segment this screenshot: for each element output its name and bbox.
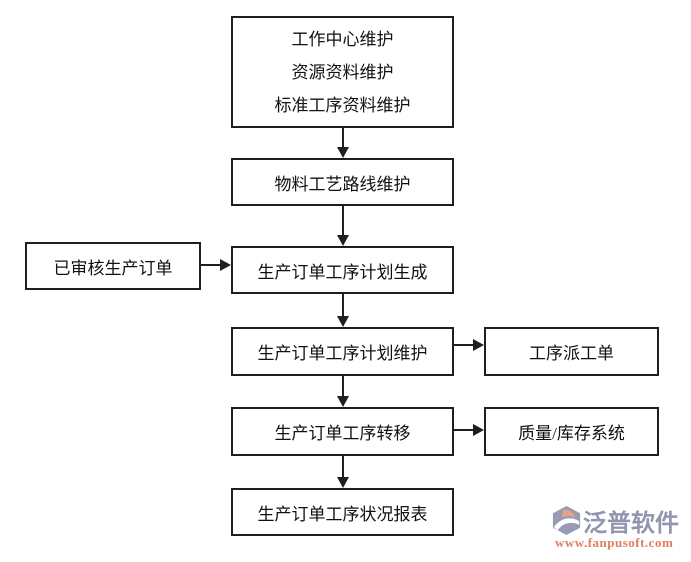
order-process-transfer-box: 生产订单工序转移 bbox=[231, 407, 454, 456]
arrow-transfer-to-status-report bbox=[337, 456, 349, 488]
standard-process-data-maintenance-label: 标准工序资料维护 bbox=[274, 95, 411, 115]
fanpu-logo-row: 泛普软件 bbox=[551, 503, 691, 538]
order-process-status-report-label: 生产订单工序状况报表 bbox=[257, 504, 428, 524]
process-dispatch-ticket-label: 工序派工单 bbox=[529, 344, 614, 363]
arrow-routing-to-plan-generate bbox=[337, 206, 349, 246]
fanpu-brand-text: 泛普软件 bbox=[583, 509, 679, 537]
order-process-transfer-label: 生产订单工序转移 bbox=[274, 424, 411, 443]
arrow-plan-generate-to-plan-maintain bbox=[337, 294, 349, 327]
arrow-transfer-to-quality-inventory bbox=[454, 424, 484, 436]
order-process-plan-maintain-box: 生产订单工序计划维护 bbox=[231, 327, 454, 376]
order-process-plan-generate-box: 生产订单工序计划生成 bbox=[231, 246, 454, 294]
resource-data-maintenance-label: 资源资料维护 bbox=[291, 62, 394, 82]
arrow-approved-order-to-plan-generate bbox=[201, 259, 231, 271]
work-center-maintenance-label: 工作中心维护 bbox=[291, 29, 394, 49]
master-data-maintenance-box: 工作中心维护 资源资料维护 标准工序资料维护 bbox=[231, 16, 454, 128]
process-dispatch-ticket-box: 工序派工单 bbox=[484, 327, 659, 376]
fanpu-url-text: www.fanpusoft.com bbox=[555, 535, 674, 550]
quality-inventory-system-box: 质量/库存系统 bbox=[484, 407, 659, 456]
arrow-plan-maintain-to-transfer bbox=[337, 376, 349, 407]
fanpu-hexagon-logo-icon bbox=[552, 505, 581, 536]
quality-inventory-system-label: 质量/库存系统 bbox=[518, 424, 625, 443]
order-process-plan-maintain-label: 生产订单工序计划维护 bbox=[257, 344, 428, 363]
material-routing-maintenance-box: 物料工艺路线维护 bbox=[231, 158, 454, 206]
material-routing-maintenance-label: 物料工艺路线维护 bbox=[274, 174, 411, 194]
order-process-plan-generate-label: 生产订单工序计划生成 bbox=[257, 262, 428, 282]
approved-production-order-box: 已审核生产订单 bbox=[25, 242, 201, 290]
arrow-plan-maintain-to-dispatch bbox=[454, 339, 484, 351]
arrow-top-to-routing bbox=[337, 128, 349, 158]
order-process-status-report-box: 生产订单工序状况报表 bbox=[231, 488, 454, 536]
fanpu-watermark: 泛普软件 www.fanpusoft.com bbox=[551, 503, 691, 555]
approved-production-order-label: 已审核生产订单 bbox=[53, 258, 173, 278]
